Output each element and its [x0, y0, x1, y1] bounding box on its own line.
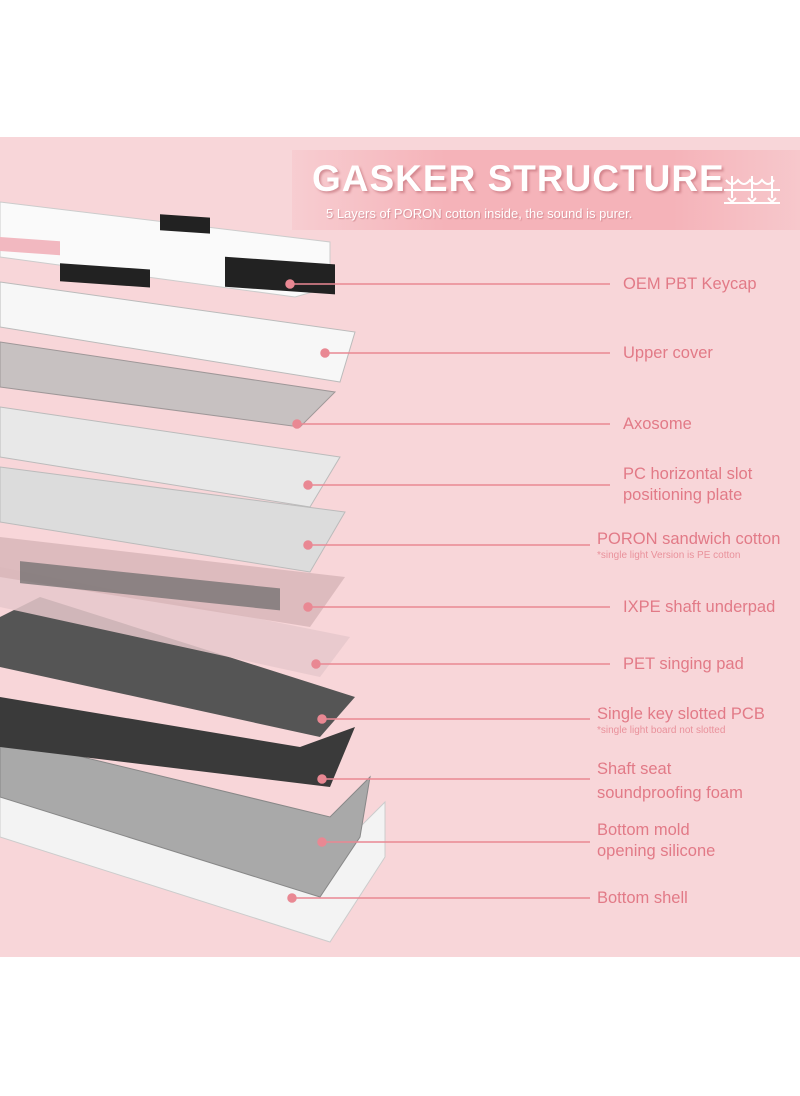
layer-foam — [0, 697, 355, 787]
diagram-title: GASKER STRUCTURE — [312, 158, 725, 199]
layer-bottom-silicone — [0, 736, 371, 898]
label-bottom-shell: Bottom shell — [597, 889, 688, 907]
label-silicone-line1: Bottom mold — [597, 821, 690, 839]
label-pcb-text: Single key slotted PCB — [597, 705, 765, 723]
layer-upper-cover — [0, 281, 356, 383]
label-plate-line2: positioning plate — [623, 486, 743, 504]
label-keycap: OEM PBT Keycap — [623, 275, 757, 293]
label-axosome: Axosome — [623, 415, 692, 433]
label-foam: Shaft seat soundproofing foam — [597, 757, 743, 805]
layer-plate — [0, 406, 341, 508]
layer-pet-pad — [0, 567, 350, 677]
label-pcb: Single key slotted PCB *single light boar… — [597, 704, 765, 737]
label-pcb-note: *single light board not slotted — [597, 725, 726, 736]
title-banner — [292, 150, 800, 230]
exploded-keyboard-illustration — [0, 201, 610, 943]
label-plate-line1: PC horizontal slot — [623, 465, 753, 483]
label-pet: PET singing pad — [623, 655, 744, 673]
layer-poron — [0, 466, 346, 573]
label-foam-line1: Shaft seat — [597, 760, 672, 778]
gasket-icon — [724, 176, 780, 204]
label-silicone-line2: opening silicone — [597, 842, 716, 860]
label-silicone: Bottom mold opening silicone — [597, 820, 715, 862]
label-plate: PC horizontal slot positioning plate — [623, 464, 752, 506]
layer-pcb — [0, 597, 355, 737]
label-poron-text: PORON sandwich cotton — [597, 530, 781, 548]
leader-lines — [285, 279, 610, 903]
diagram-subtitle: 5 Layers of PORON cotton inside, the sou… — [326, 206, 633, 221]
label-upper-cover: Upper cover — [623, 344, 713, 362]
label-ixpe: IXPE shaft underpad — [623, 598, 776, 616]
label-poron-note: *single light Version is PE cotton — [597, 550, 741, 561]
label-foam-line2: soundproofing foam — [597, 784, 743, 802]
label-poron: PORON sandwich cotton *single light Versi… — [597, 529, 780, 562]
